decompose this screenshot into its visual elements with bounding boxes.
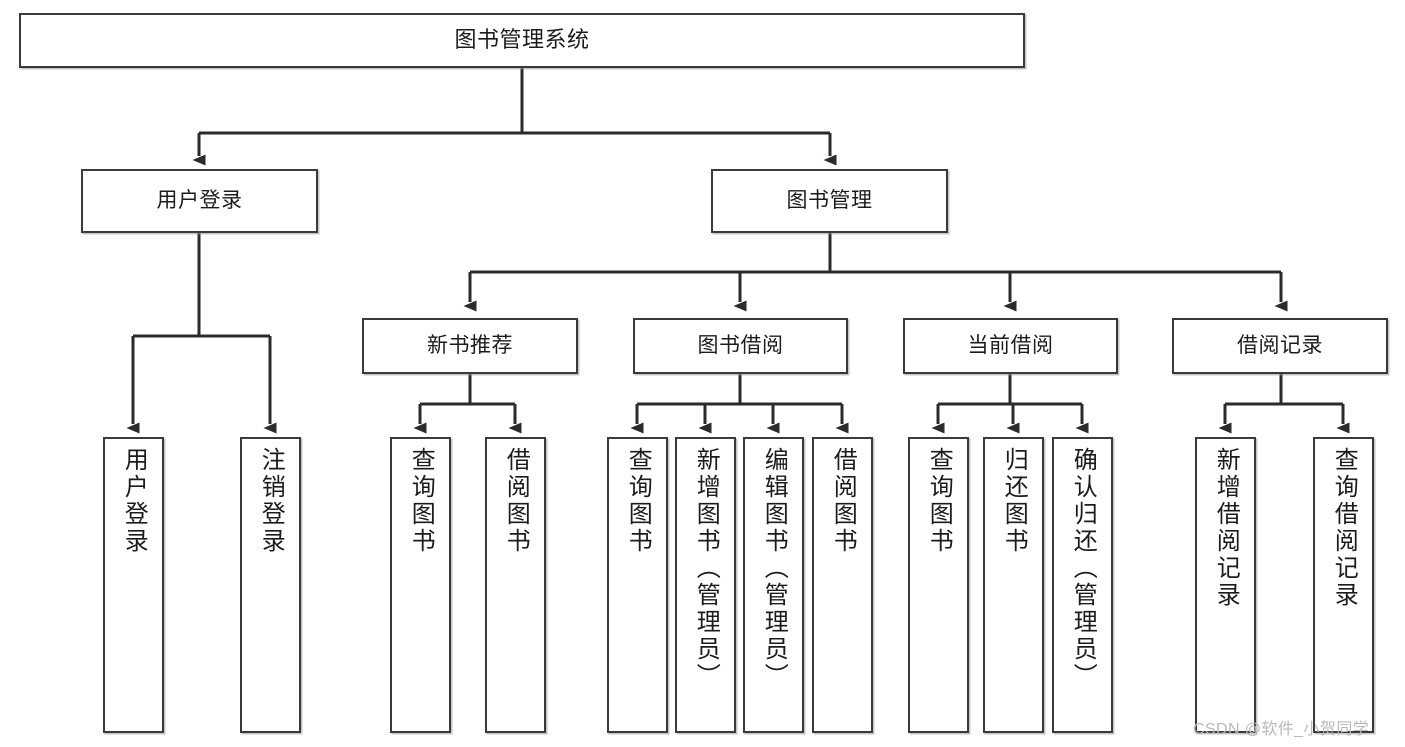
node-label: 查询图书 — [407, 447, 435, 555]
node-label: 图书借阅 — [697, 334, 784, 358]
leaf-return-book[interactable]: 归还图书 — [983, 437, 1044, 733]
node-label: 借阅记录 — [1237, 334, 1323, 358]
node-label: 查询图书 — [925, 447, 953, 555]
node-label: 借阅图书 — [829, 447, 857, 555]
leaf-query-book-3[interactable]: 查询图书 — [908, 437, 969, 733]
node-book-management[interactable]: 图书管理 — [711, 169, 948, 233]
node-label: 当前借阅 — [967, 334, 1054, 358]
leaf-confirm-return[interactable]: 确认归还（管理员） — [1052, 437, 1113, 733]
node-label: 新增借阅记录 — [1212, 447, 1240, 609]
leaf-query-book-2[interactable]: 查询图书 — [607, 437, 668, 733]
node-label: 注销登录 — [257, 447, 285, 555]
node-label: 图书管理 — [786, 189, 873, 213]
node-label: 用户登录 — [156, 189, 243, 213]
node-new-book-recommend[interactable]: 新书推荐 — [362, 318, 578, 374]
node-label: 图书管理系统 — [454, 27, 590, 53]
node-label: 编辑图书（管理员） — [760, 447, 788, 690]
leaf-borrow-book-1[interactable]: 借阅图书 — [485, 437, 546, 733]
node-label: 用户登录 — [120, 447, 148, 555]
node-label: 归还图书 — [1000, 447, 1028, 555]
leaf-user-login[interactable]: 用户登录 — [103, 437, 164, 733]
leaf-add-book[interactable]: 新增图书（管理员） — [675, 437, 736, 733]
node-label: 查询图书 — [624, 447, 652, 555]
node-label: 新书推荐 — [427, 334, 513, 358]
node-label: 确认归还（管理员） — [1069, 447, 1097, 690]
node-label: 新增图书（管理员） — [692, 447, 720, 690]
node-root-system[interactable]: 图书管理系统 — [19, 13, 1025, 68]
leaf-query-record[interactable]: 查询借阅记录 — [1313, 437, 1374, 733]
leaf-borrow-book-2[interactable]: 借阅图书 — [812, 437, 873, 733]
leaf-logout[interactable]: 注销登录 — [240, 437, 301, 733]
node-borrow-record[interactable]: 借阅记录 — [1172, 318, 1388, 374]
leaf-query-book-1[interactable]: 查询图书 — [390, 437, 451, 733]
node-label: 查询借阅记录 — [1330, 447, 1358, 609]
node-current-borrow[interactable]: 当前借阅 — [903, 318, 1118, 374]
csdn-watermark: CSDN @软件_小贺同学 — [1193, 721, 1370, 738]
node-book-borrow[interactable]: 图书借阅 — [633, 318, 848, 374]
leaf-add-record[interactable]: 新增借阅记录 — [1195, 437, 1256, 733]
leaf-edit-book[interactable]: 编辑图书（管理员） — [743, 437, 804, 733]
node-label: 借阅图书 — [502, 447, 530, 555]
node-user-login[interactable]: 用户登录 — [81, 169, 318, 233]
